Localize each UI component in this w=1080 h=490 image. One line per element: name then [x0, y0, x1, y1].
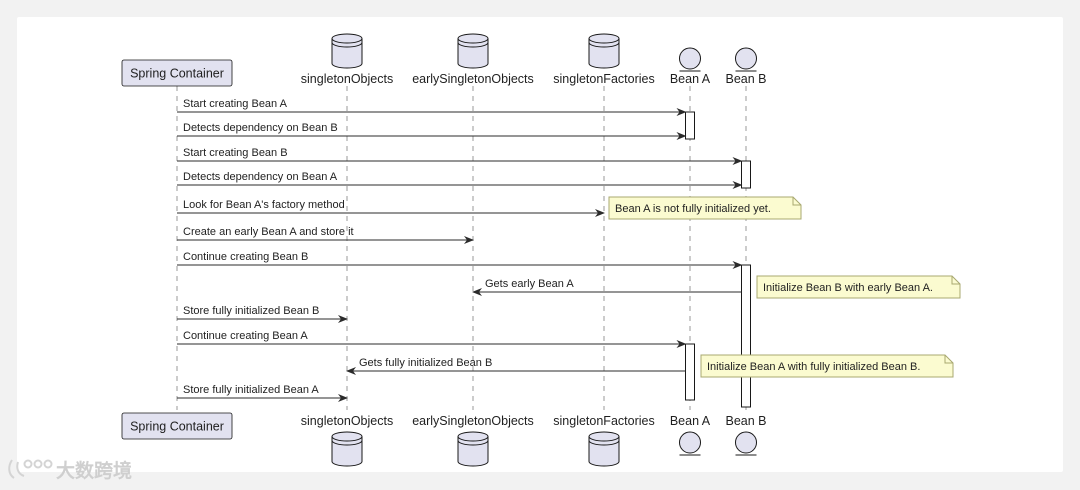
participant-box [121, 59, 233, 87]
database-icon [588, 33, 620, 69]
message-label: Continue creating Bean A [183, 330, 308, 342]
message-label: Store fully initialized Bean B [183, 305, 319, 317]
participant-singletonobjects-top: singletonObjects [301, 33, 393, 86]
message-label: Gets fully initialized Bean B [359, 357, 492, 369]
note-2: Initialize Bean B with early Bean A. [756, 275, 961, 299]
note-fold [944, 355, 953, 364]
participant-label: singletonObjects [301, 72, 393, 86]
message-label: Create an early Bean A and store it [183, 226, 354, 238]
participant-label: Bean B [725, 414, 766, 428]
message-9: Store fully initialized Bean B [177, 305, 348, 323]
participant-spring-container-top: Spring Container [121, 59, 233, 87]
activation-bars [685, 111, 751, 408]
entity-icon [679, 47, 701, 72]
message-label: Continue creating Bean B [183, 251, 308, 263]
participant-bean-b-top: Bean B [725, 47, 767, 86]
message-label: Gets early Bean A [485, 278, 574, 290]
participant-label: Spring Container [130, 420, 224, 434]
message-label: Store fully initialized Bean A [183, 384, 319, 396]
entity-icon [679, 431, 701, 456]
note-box [756, 275, 961, 299]
participant-earlysingletonobjects-bottom: earlySingletonObjects [412, 414, 534, 467]
messages: Start creating Bean A Detects dependency … [177, 98, 743, 402]
activation-bar-3 [741, 264, 751, 408]
activation-bar-1 [685, 111, 695, 140]
activation-bar-4 [685, 343, 695, 401]
participants-top: Spring Container singletonObjects earlySin… [121, 33, 767, 87]
database-icon [588, 431, 620, 467]
watermark-logo-icon [8, 459, 53, 479]
message-label: Detects dependency on Bean B [183, 122, 338, 134]
note-fold [951, 276, 960, 285]
participant-box [121, 412, 233, 440]
participant-label: Bean A [670, 414, 711, 428]
message-5: Look for Bean A's factory method [177, 199, 605, 217]
note-3: Initialize Bean A with fully initialized… [700, 354, 954, 378]
database-icon [457, 33, 489, 69]
participant-label: Bean B [725, 72, 766, 86]
participant-bean-a-top: Bean A [670, 47, 711, 86]
participant-singletonfactories-bottom: singletonFactories [553, 414, 655, 467]
message-7: Continue creating Bean B [177, 251, 743, 269]
note-text: Initialize Bean A with fully initialized… [707, 361, 920, 373]
note-box [700, 354, 954, 378]
database-icon [457, 431, 489, 467]
participant-label: earlySingletonObjects [412, 72, 534, 86]
note-box [608, 196, 802, 220]
message-12: Store fully initialized Bean A [177, 384, 348, 402]
message-label: Detects dependency on Bean A [183, 171, 338, 183]
message-label: Start creating Bean A [183, 98, 288, 110]
activation-bar-2 [741, 160, 751, 189]
participants-bottom: Spring Container singletonObjects earlySin… [121, 412, 767, 467]
notes: Bean A is not fully initialized yet. Init… [608, 196, 961, 378]
participant-label: singletonFactories [553, 414, 654, 428]
participant-label: Spring Container [130, 67, 224, 81]
message-11: Gets fully initialized Bean B [346, 357, 686, 375]
note-1: Bean A is not fully initialized yet. [608, 196, 802, 220]
participant-singletonobjects-bottom: singletonObjects [301, 414, 393, 467]
note-text: Initialize Bean B with early Bean A. [763, 282, 933, 294]
watermark: 大数跨境 [8, 459, 132, 482]
message-8: Gets early Bean A [472, 278, 742, 296]
participant-label: Bean A [670, 72, 711, 86]
participant-spring-container-bottom: Spring Container [121, 412, 233, 440]
participant-label: singletonFactories [553, 72, 654, 86]
participant-bean-b-bottom: Bean B [725, 414, 767, 456]
message-label: Look for Bean A's factory method [183, 199, 345, 211]
message-3: Start creating Bean B [177, 147, 743, 165]
entity-icon [735, 431, 757, 456]
message-10: Continue creating Bean A [177, 330, 687, 348]
participant-bean-a-bottom: Bean A [670, 414, 711, 456]
participant-singletonfactories-top: singletonFactories [553, 33, 655, 86]
participant-label: singletonObjects [301, 414, 393, 428]
message-label: Start creating Bean B [183, 147, 288, 159]
database-icon [331, 33, 363, 69]
entity-icon [735, 47, 757, 72]
note-fold [792, 197, 801, 206]
message-4: Detects dependency on Bean A [177, 171, 743, 189]
participant-label: earlySingletonObjects [412, 414, 534, 428]
message-1: Start creating Bean A [177, 98, 687, 116]
watermark-text: 大数跨境 [56, 459, 132, 482]
database-icon [331, 431, 363, 467]
note-text: Bean A is not fully initialized yet. [615, 203, 771, 215]
participant-earlysingletonobjects-top: earlySingletonObjects [412, 33, 534, 86]
message-6: Create an early Bean A and store it [177, 226, 474, 244]
message-2: Detects dependency on Bean B [177, 122, 687, 140]
